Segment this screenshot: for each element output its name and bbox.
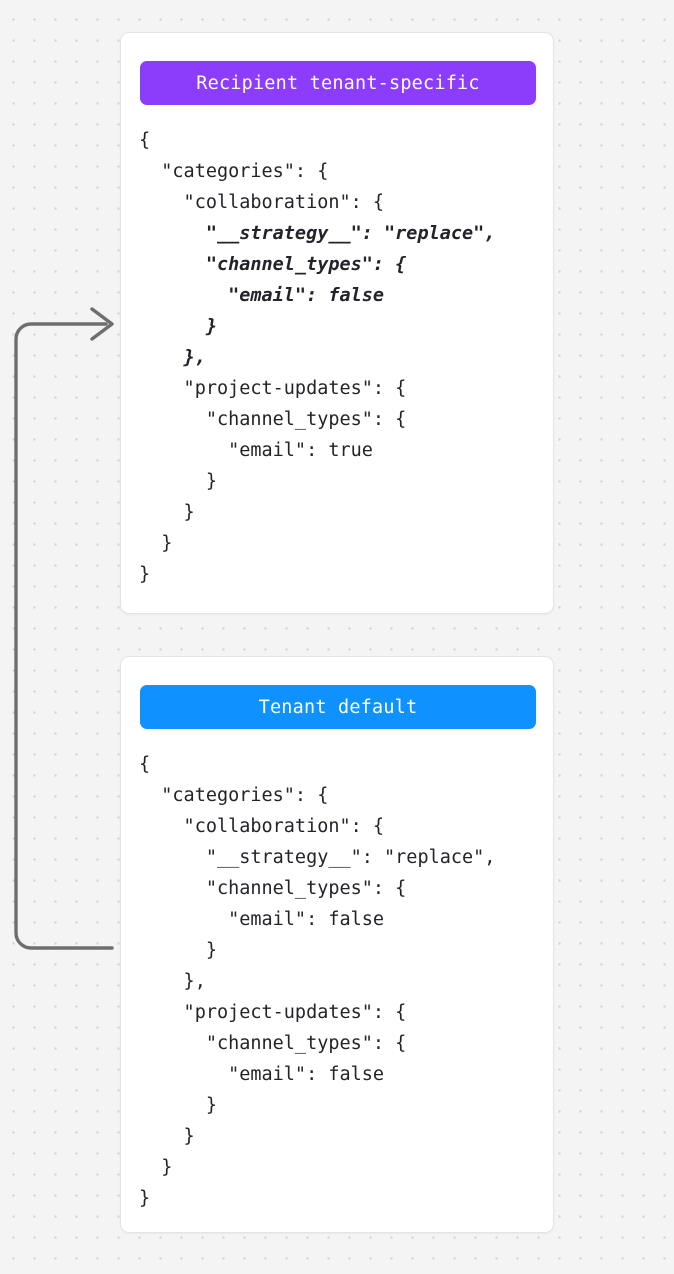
code-line: { bbox=[139, 130, 151, 151]
card-tenant-default: Tenant default { "categories": { "collab… bbox=[120, 656, 554, 1233]
card-recipient-tenant-specific: Recipient tenant-specific { "categories"… bbox=[120, 32, 554, 614]
arrow-head-icon bbox=[90, 307, 114, 341]
code-line: "email": true bbox=[139, 440, 373, 461]
code-line: "categories": { bbox=[139, 785, 329, 806]
code-line: "categories": { bbox=[139, 161, 329, 182]
code-line: { bbox=[139, 754, 151, 775]
code-line: "collaboration": { bbox=[139, 192, 385, 213]
code-lines-tenant: { "categories": { "collaboration": { "__… bbox=[139, 749, 539, 1214]
code-line: } bbox=[139, 1095, 217, 1116]
code-line: } bbox=[139, 316, 217, 337]
code-lines-recipient: { "categories": { "collaboration": { "__… bbox=[139, 125, 539, 590]
code-line: "channel_types": { bbox=[139, 1033, 407, 1054]
code-line: "channel_types": { bbox=[139, 878, 407, 899]
code-line: "channel_types": { bbox=[139, 254, 407, 275]
arrow-path bbox=[14, 322, 114, 950]
code-line: "email": false bbox=[139, 909, 385, 930]
code-line: } bbox=[139, 471, 217, 492]
code-line: } bbox=[139, 564, 151, 585]
code-line: }, bbox=[139, 971, 206, 992]
code-line: } bbox=[139, 1126, 195, 1147]
code-block-tenant-default: { "categories": { "collaboration": { "__… bbox=[139, 749, 539, 1214]
card-badge-recipient-tenant-specific: Recipient tenant-specific bbox=[140, 61, 536, 105]
code-line: } bbox=[139, 502, 195, 523]
code-line: }, bbox=[139, 347, 206, 368]
code-line: "__strategy__": "replace", bbox=[139, 223, 496, 244]
code-line: } bbox=[139, 1157, 173, 1178]
code-line: "collaboration": { bbox=[139, 816, 385, 837]
code-line: } bbox=[139, 1188, 151, 1209]
code-line: } bbox=[139, 940, 217, 961]
code-line: "email": false bbox=[139, 285, 385, 306]
code-line: "channel_types": { bbox=[139, 409, 407, 430]
card-badge-tenant-default: Tenant default bbox=[140, 685, 536, 729]
code-line: "__strategy__": "replace", bbox=[139, 847, 496, 868]
code-line: "project-updates": { bbox=[139, 378, 407, 399]
code-line: } bbox=[139, 533, 173, 554]
code-line: "project-updates": { bbox=[139, 1002, 407, 1023]
code-line: "email": false bbox=[139, 1064, 385, 1085]
code-block-recipient-tenant-specific: { "categories": { "collaboration": { "__… bbox=[139, 125, 539, 590]
